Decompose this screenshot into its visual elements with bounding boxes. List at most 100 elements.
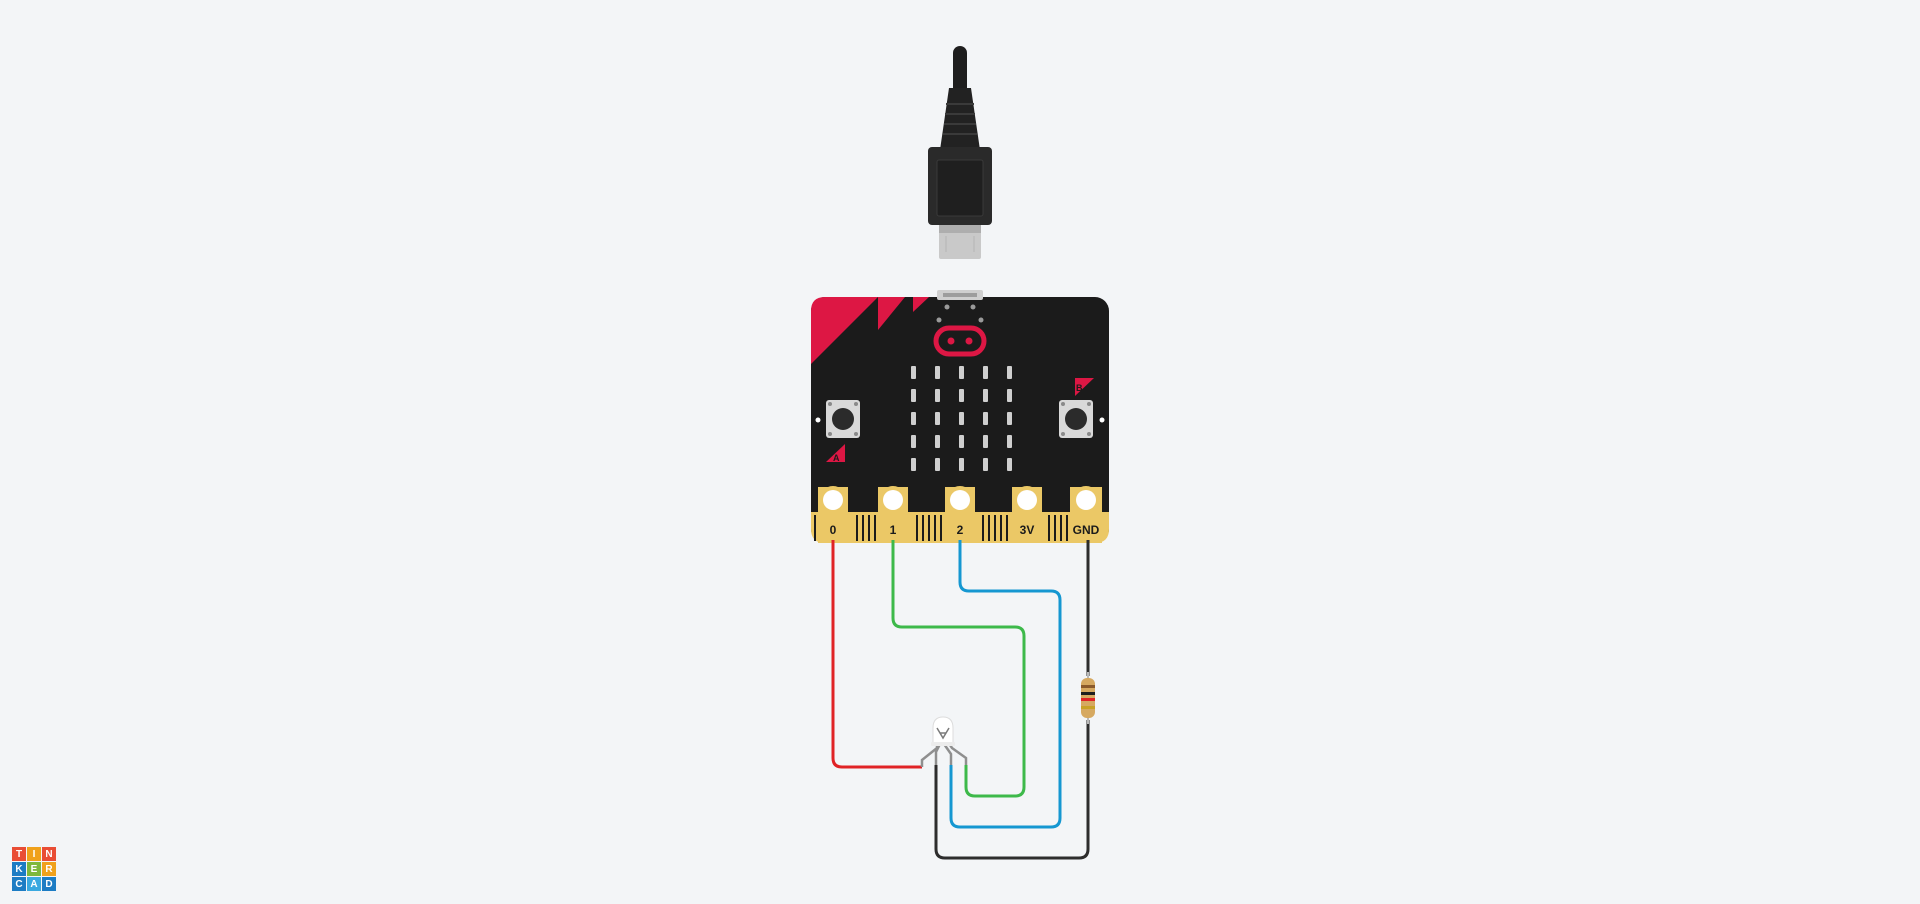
logo-letter: E: [27, 862, 41, 876]
board-edge-dot: [1099, 417, 1105, 423]
led-pixel: [983, 412, 988, 425]
board-usb-hole: [944, 304, 950, 310]
pin-3v-label: 3V: [1020, 523, 1035, 537]
edge-tooth: [814, 515, 816, 541]
led-pixel: [983, 389, 988, 402]
edge-connector-teeth: [814, 515, 1068, 541]
pin-2-label: 2: [957, 523, 964, 537]
edge-tooth: [868, 515, 870, 541]
pin-1[interactable]: 1: [878, 486, 908, 543]
edge-tooth: [916, 515, 918, 541]
usb-plug-metal-shade: [939, 225, 981, 233]
rgb-led-dome: [932, 716, 954, 745]
pin-2-hole: [950, 490, 970, 510]
button-a-flag: [826, 444, 845, 462]
board-accent-stripe: [878, 297, 905, 330]
led-pixel: [935, 412, 940, 425]
edge-tooth: [1060, 515, 1062, 541]
edge-tooth: [1066, 515, 1068, 541]
button-b[interactable]: B: [1059, 378, 1094, 438]
wire-green[interactable]: [891, 540, 1026, 798]
button-b-letter: B: [1076, 383, 1083, 393]
board-edge-dot: [815, 417, 821, 423]
button-b-pin: [1087, 432, 1091, 436]
logo-letter: K: [12, 862, 26, 876]
led-pixel: [959, 458, 964, 471]
wire-blue[interactable]: [949, 540, 1062, 829]
led-pixel: [959, 435, 964, 448]
usb-cable[interactable]: [928, 46, 992, 259]
board-accent-corner: [811, 297, 878, 364]
rgb-led[interactable]: [920, 716, 968, 767]
logo-letter: D: [42, 877, 56, 891]
board-usb-hole: [978, 317, 984, 323]
edge-tooth: [1054, 515, 1056, 541]
logo-letter: I: [27, 847, 41, 861]
resistor-band: [1081, 692, 1095, 695]
edge-tooth: [982, 515, 984, 541]
wire-black[interactable]: [934, 540, 1090, 860]
pin-gnd[interactable]: GND: [1070, 486, 1102, 543]
usb-plug-inner: [936, 159, 984, 217]
led-pixel: [1007, 458, 1012, 471]
led-pixel: [959, 412, 964, 425]
pin-3v[interactable]: 3V: [1012, 486, 1042, 543]
edge-tooth: [856, 515, 858, 541]
button-a-cap: [832, 408, 854, 430]
edge-tooth: [1006, 515, 1008, 541]
board-usb-port-inner: [943, 293, 977, 297]
logo-letter: A: [27, 877, 41, 891]
pin-1-hole: [883, 490, 903, 510]
edge-tooth: [1048, 515, 1050, 541]
pin-1-label: 1: [890, 523, 897, 537]
led-pixel: [1007, 412, 1012, 425]
led-pixel: [911, 412, 916, 425]
led-pixel: [983, 435, 988, 448]
usb-cable-cord: [953, 46, 967, 96]
edge-tooth: [874, 515, 876, 541]
edge-tooth: [862, 515, 864, 541]
resistor-band: [1081, 706, 1095, 709]
button-a-letter: A: [833, 453, 840, 463]
logo-letter: T: [12, 847, 26, 861]
edge-tooth: [928, 515, 930, 541]
logo-letter: N: [42, 847, 56, 861]
edge-tooth: [988, 515, 990, 541]
led-pixel: [1007, 389, 1012, 402]
wire-red[interactable]: [831, 540, 922, 769]
button-a[interactable]: A: [826, 400, 860, 463]
led-pixel: [1007, 366, 1012, 379]
edge-tooth: [922, 515, 924, 541]
resistor-band: [1081, 698, 1095, 701]
edge-tooth: [940, 515, 942, 541]
led-pixel: [911, 458, 916, 471]
pin-0-label: 0: [830, 523, 837, 537]
usb-cable-strain-relief: [940, 88, 980, 150]
led-pixel: [959, 366, 964, 379]
led-pixel: [911, 389, 916, 402]
button-a-pin: [828, 432, 832, 436]
resistor[interactable]: [1081, 672, 1095, 724]
pin-2[interactable]: 2: [945, 486, 975, 543]
usb-plug-metal: [939, 225, 981, 259]
led-pixel: [911, 435, 916, 448]
button-b-flag: [1075, 378, 1094, 396]
pin-0[interactable]: 0: [818, 486, 848, 543]
pin-0-hole: [823, 490, 843, 510]
board-usb-hole: [936, 317, 942, 323]
rgb-led-rim: [931, 742, 955, 746]
microbit-board[interactable]: A B 0 1: [811, 290, 1109, 543]
resistor-band: [1081, 685, 1095, 688]
led-pixel: [911, 366, 916, 379]
led-pixel: [935, 458, 940, 471]
button-b-pin: [1061, 432, 1065, 436]
led-pixel: [935, 366, 940, 379]
edge-tooth: [934, 515, 936, 541]
button-a-pin: [854, 432, 858, 436]
rgb-led-die: [936, 727, 950, 740]
button-b-pin: [1061, 402, 1065, 406]
button-a-pin: [828, 402, 832, 406]
edge-tooth: [994, 515, 996, 541]
